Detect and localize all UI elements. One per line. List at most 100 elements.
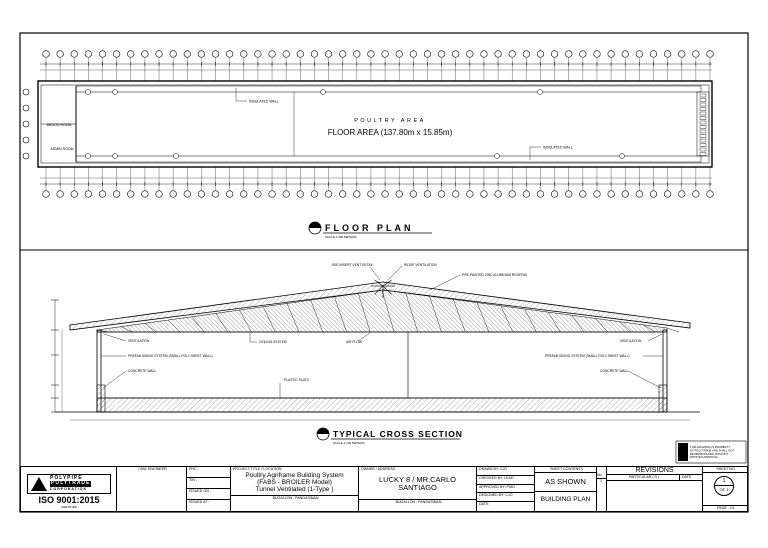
sheet-no-circle: 1 OF 1 [714, 476, 734, 496]
grid-bubble [197, 190, 206, 198]
grid-bubble [211, 190, 220, 198]
fan [699, 129, 707, 134]
grid-bubble [452, 190, 460, 198]
approved-by: APPROVED BY: PMO [477, 485, 534, 494]
grid-bubble [353, 190, 361, 198]
notice-text-line: OF POLYTRADE AND SHALL NOT [690, 448, 734, 452]
grid-bubble [282, 50, 290, 58]
truss-web [405, 292, 418, 333]
grid-bubble [409, 190, 417, 198]
grid-bubble [437, 50, 446, 58]
logo-wordmark: POLYPIPE POLYTRADE CORPORATION [50, 475, 92, 493]
grid-bubble [183, 190, 191, 198]
ridge-vent-arrows [371, 279, 395, 298]
grid-bubble [381, 190, 389, 198]
grid-bubble [395, 190, 403, 198]
fan [699, 120, 707, 125]
grid-bubble [310, 190, 319, 198]
section-title-symbol-fill [317, 428, 329, 434]
grid-bubble [522, 190, 530, 198]
grid-bubble [226, 50, 234, 58]
title-block: POLYPIPE POLYTRADE CORPORATION ISO 9001:… [20, 466, 748, 512]
fan [699, 107, 707, 111]
grid-bubble [268, 190, 276, 198]
grid-bubble [268, 50, 276, 58]
issued-on-label: ISSUED ON : [187, 489, 230, 500]
vent-arrow [374, 285, 384, 295]
notice-text-line: WRITTEN APPROVAL [690, 455, 719, 459]
section-scale: SCALE 1:100 METERS [333, 441, 365, 445]
truss-web [548, 312, 561, 333]
owner-location: BUGALLON , PANGASINAN [359, 499, 476, 505]
truss-web [453, 299, 466, 333]
notice-box [675, 440, 747, 464]
logo-mark [31, 477, 47, 491]
grid-bubble [593, 190, 601, 198]
roofing-leader [429, 274, 461, 291]
roofing-label: PRE-PAINTED ZINC ALUMINUM ROOFING [462, 273, 528, 277]
concrete-left-label: CONCRETE WALL [128, 369, 156, 373]
grid-bubble [593, 50, 601, 58]
truss-web [643, 324, 656, 333]
truss-web [215, 313, 228, 333]
grid-bubble [353, 50, 361, 58]
grid-bubble [22, 88, 30, 96]
vent-arrow [382, 279, 392, 287]
grid-bubble [452, 50, 460, 58]
grid-bubble [324, 50, 333, 58]
truss-web [168, 319, 181, 333]
grid-bubble [664, 50, 672, 58]
ventilation-left-label: VENTILATION [128, 339, 150, 343]
iso-sub: CERTIFIED [61, 505, 77, 509]
insulated-wall-leader-bottom [529, 146, 541, 160]
grid-bubble [607, 190, 615, 198]
grid-bubble [423, 190, 432, 198]
concrete-right-label: CONCRETE WALL [600, 369, 628, 373]
notice-text-line: THIS DRAWING IS PROPERTY [690, 445, 730, 449]
fan [699, 125, 707, 129]
equipment-symbol [85, 89, 91, 95]
fan [699, 152, 707, 156]
fan [699, 134, 707, 138]
project-line2: (FABS - BROILER Model) [257, 479, 332, 486]
section-title: TYPICAL CROSS SECTION [333, 429, 463, 439]
grid-bubble [692, 50, 700, 58]
owner-line1: LUCKY 8 / MR.CARLO [379, 475, 456, 484]
grid-bubble [480, 50, 488, 58]
equipment-symbol [537, 89, 543, 95]
grid-bubble [621, 50, 629, 58]
grid-bubble [240, 50, 248, 58]
ventilation-right-leader [647, 333, 663, 342]
ridge-vent-label: RIDGE VENTILATION [404, 263, 437, 267]
poultry-area-label: POULTRY AREA [354, 118, 426, 124]
rev-1: 1 [600, 479, 602, 483]
grid-bubble [254, 190, 262, 198]
fan [699, 138, 707, 143]
grid-bubble [339, 50, 347, 58]
date-label: DATE: [479, 502, 490, 507]
project-location: BUGALLON , PANGASINAN [231, 495, 358, 501]
grid-bubble [183, 50, 191, 58]
truss-web [595, 318, 608, 333]
project-line3: Tunnel Ventilated (1-Type ) [255, 486, 334, 493]
fan [699, 98, 707, 102]
truss-web [144, 323, 157, 333]
grid-bubble [635, 50, 643, 58]
grid-bubble [565, 190, 573, 198]
grid-bubble [706, 50, 714, 58]
grid-bubble [409, 50, 417, 58]
grid-bubble [113, 190, 121, 198]
grid-bubble [113, 50, 121, 58]
grid-bubble [395, 50, 403, 58]
grid-bubble [296, 190, 304, 198]
grid-bubble [565, 50, 573, 58]
wall-band-top [75, 85, 702, 93]
fan [699, 143, 707, 147]
grid-bubble [649, 50, 658, 58]
project-title-label: PROJECT TITLE / LOCATION [233, 467, 282, 471]
fan [699, 102, 707, 107]
truss-web [120, 326, 133, 333]
truss-web [571, 315, 585, 333]
building-inner-wall [40, 84, 710, 164]
